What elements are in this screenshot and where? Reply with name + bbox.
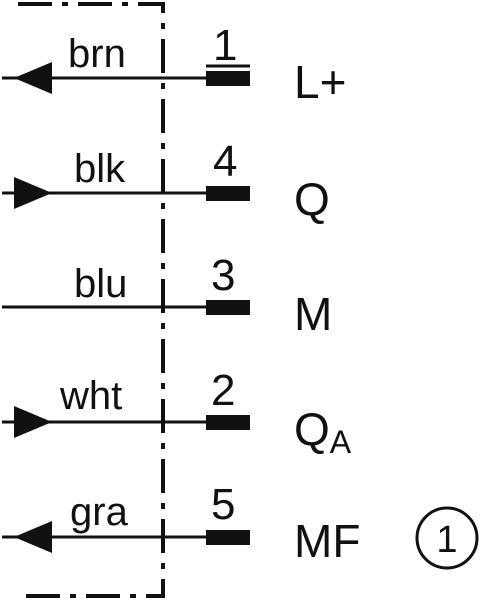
- pin-terminal: [206, 186, 250, 201]
- pin-number: 2: [211, 366, 235, 415]
- pin-row-wht: wht 2 QA: [2, 366, 352, 460]
- signal-label: L+: [294, 56, 346, 108]
- signal-label: QA: [294, 403, 352, 460]
- wire-color-label: wht: [59, 374, 122, 418]
- signal-label: MF: [294, 515, 360, 567]
- pin-row-gra: gra 5 MF: [2, 480, 360, 567]
- arrow-right-icon: [14, 406, 52, 438]
- pin-terminal: [206, 300, 250, 315]
- connector-outline: [18, 2, 165, 598]
- pin-row-blu: blu 3 M: [2, 251, 332, 340]
- signal-label: Q: [294, 173, 330, 225]
- signal-subscript: A: [330, 424, 352, 460]
- pin-terminal: [206, 530, 250, 545]
- pin-terminal: [206, 71, 250, 86]
- pin-row-blk: blk 4 Q: [2, 137, 330, 225]
- wire-color-label: blu: [74, 262, 127, 306]
- wire-color-label: brn: [68, 32, 126, 76]
- pin-row-brn: brn 1 L+: [2, 21, 346, 108]
- note-circle-icon: [415, 506, 479, 570]
- note-marker: 1: [415, 506, 479, 570]
- note-number: 1: [436, 519, 457, 561]
- signal-label: M: [294, 288, 332, 340]
- arrow-right-icon: [14, 177, 52, 209]
- wire-color-label: gra: [70, 490, 129, 534]
- pin-number: 4: [213, 137, 237, 186]
- pin-terminal: [206, 415, 250, 430]
- signal-main: Q: [294, 403, 330, 455]
- pin-number: 1: [213, 21, 237, 70]
- pin-number: 3: [211, 251, 235, 300]
- arrow-left-icon: [14, 62, 52, 94]
- pin-number: 5: [211, 480, 235, 529]
- wire-color-label: blk: [74, 147, 126, 191]
- arrow-left-icon: [14, 521, 52, 553]
